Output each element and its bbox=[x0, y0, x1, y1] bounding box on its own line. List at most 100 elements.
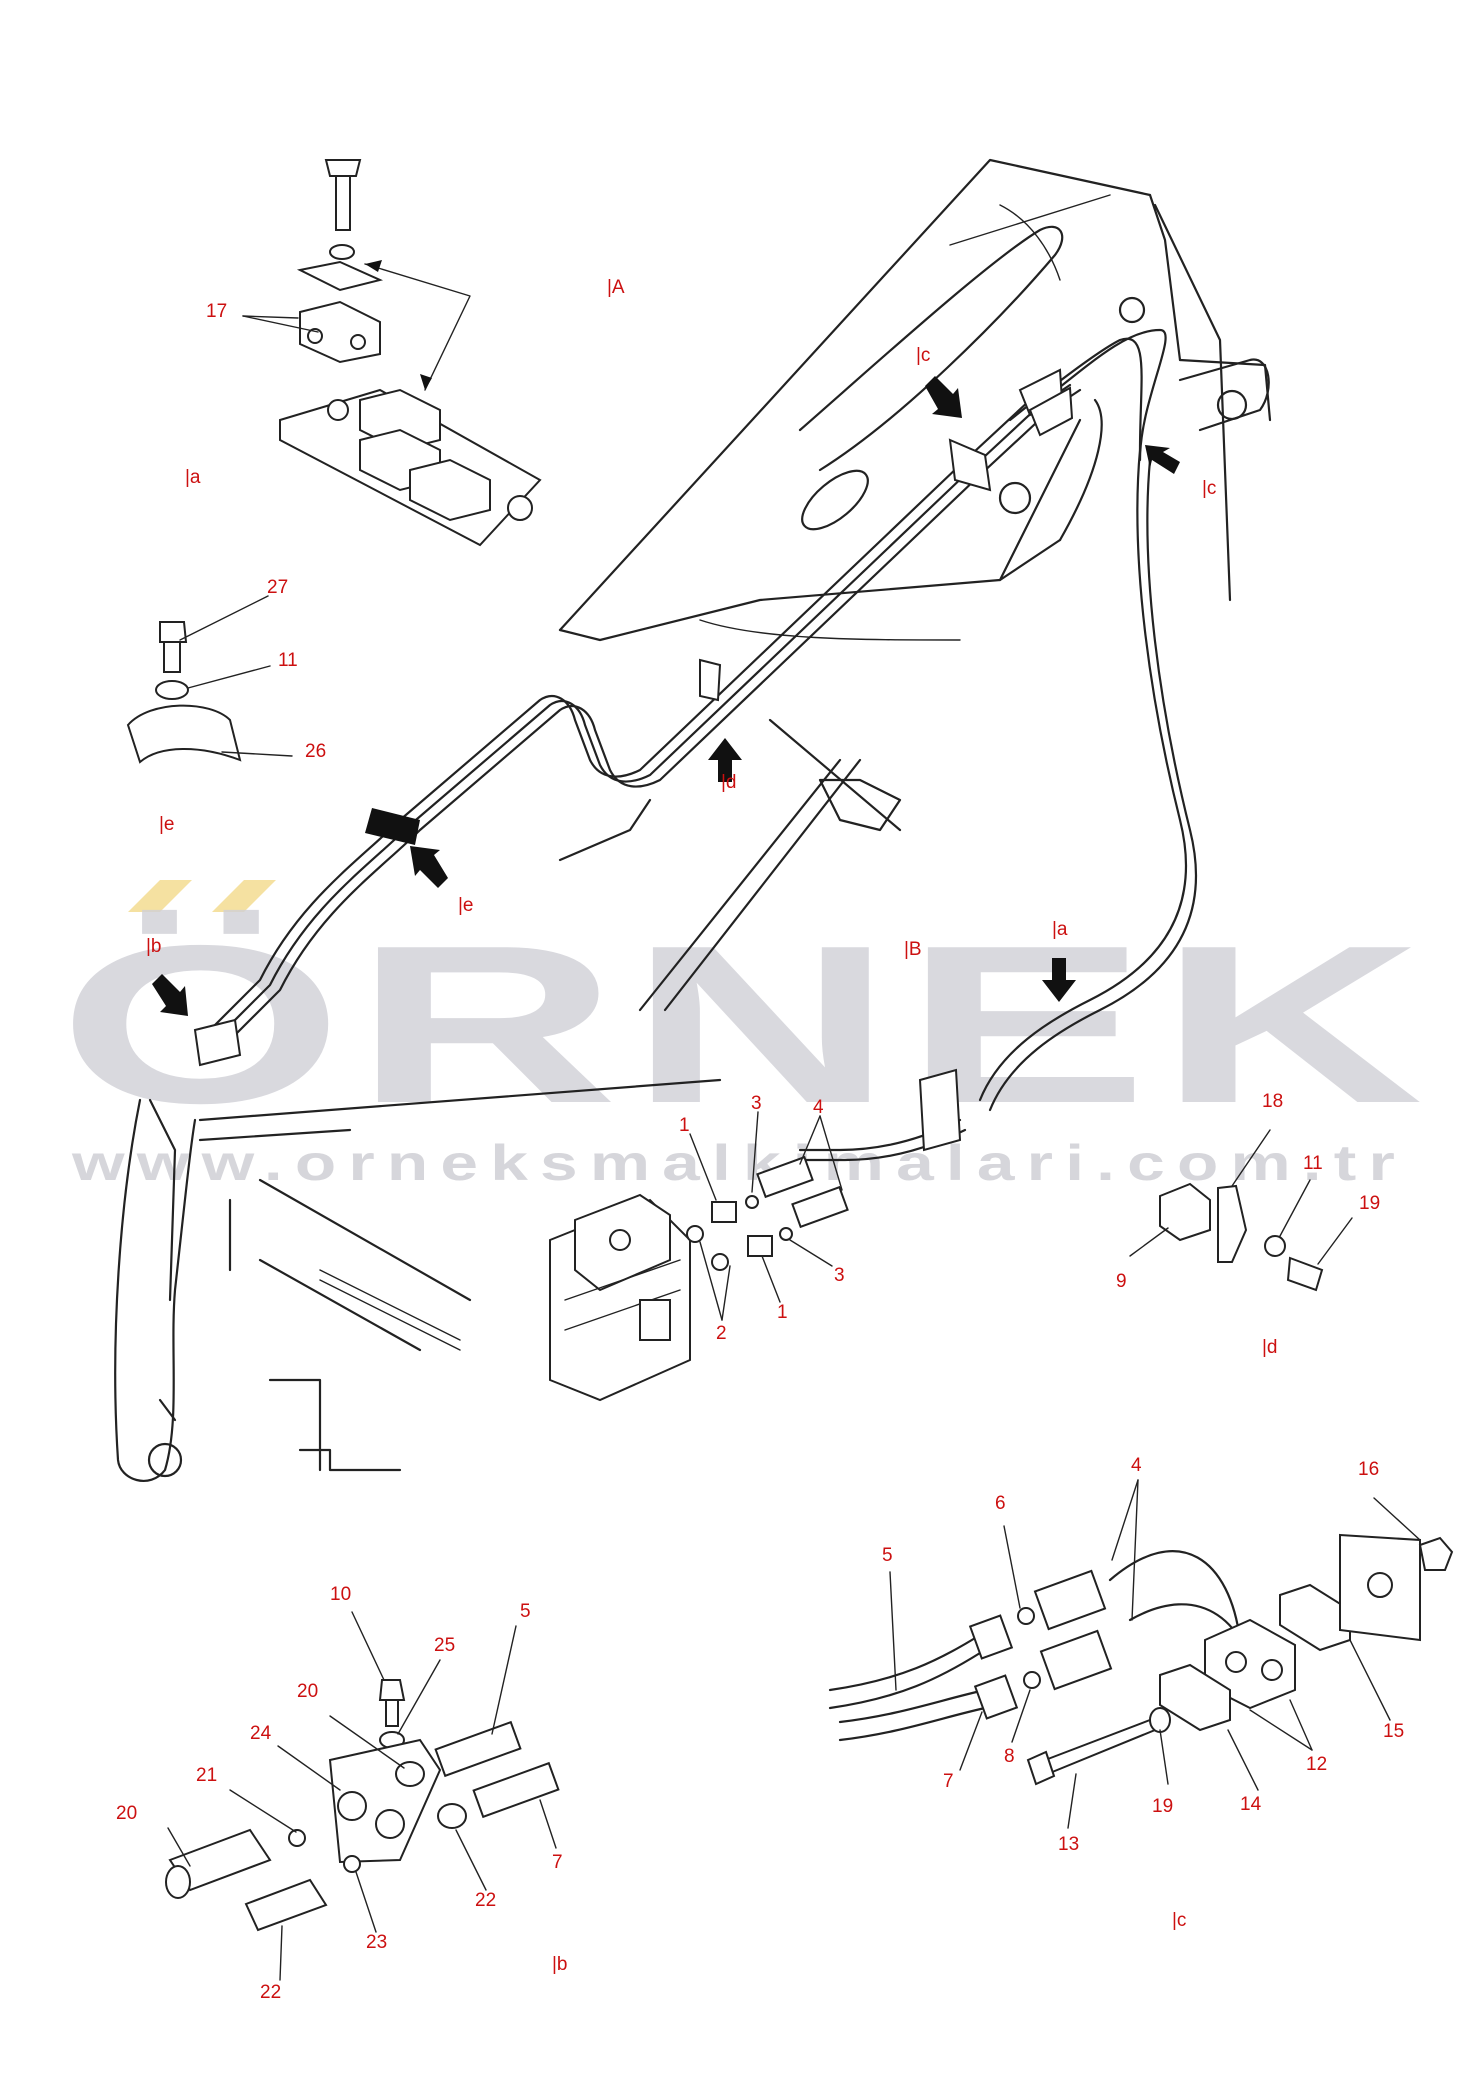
section-markers: |A |a |c |c |d |e |e |b |a |B |d |c |b bbox=[146, 277, 1278, 1975]
leader-7a bbox=[959, 1711, 983, 1771]
valve-spool bbox=[639, 1299, 671, 1341]
part-label-21: 21 bbox=[196, 1765, 217, 1786]
section-marker-c-right: |c bbox=[1202, 478, 1216, 499]
section-marker-A: |A bbox=[607, 277, 625, 298]
part-label-20: 20 bbox=[116, 1803, 137, 1824]
oring-2-upper bbox=[686, 1225, 704, 1243]
leader-5a bbox=[889, 1571, 897, 1691]
part-label-3: 3 bbox=[834, 1265, 845, 1286]
arrow-a-head-1 bbox=[365, 260, 382, 272]
leader-5b bbox=[491, 1625, 517, 1735]
arrow-a-lower bbox=[1042, 958, 1076, 1002]
leader-22a bbox=[455, 1829, 487, 1891]
leader-9 bbox=[1129, 1227, 1169, 1257]
clamp-stack-3 bbox=[409, 458, 491, 522]
coupler-20-face bbox=[165, 1865, 191, 1899]
bolt-head bbox=[324, 159, 362, 177]
hose-end-4c-upper bbox=[1033, 1569, 1107, 1631]
part-number-labels: 17 27 11 26 4 1 3 3 1 2 18 11 19 9 4 6 1… bbox=[116, 301, 1404, 2003]
hose-end-4c-lower bbox=[1039, 1629, 1113, 1691]
leader-19a bbox=[1317, 1217, 1353, 1265]
arrow-b bbox=[152, 974, 188, 1016]
band-clamp-e bbox=[365, 808, 420, 845]
hose-5 bbox=[828, 1633, 982, 1692]
section-marker-B: |B bbox=[904, 939, 922, 960]
part-label-4: 4 bbox=[813, 1097, 824, 1118]
washer-11b bbox=[1264, 1235, 1286, 1257]
leader-14 bbox=[1227, 1729, 1259, 1791]
section-marker-d-lower: |d bbox=[1262, 1337, 1278, 1358]
part-label-19: 19 bbox=[1359, 1193, 1380, 1214]
valve-detail bbox=[564, 1259, 681, 1301]
part-label-4: 4 bbox=[1131, 1455, 1142, 1476]
washer bbox=[329, 244, 355, 260]
leader-4c bbox=[1111, 1479, 1139, 1561]
oring-2-lower bbox=[711, 1253, 729, 1271]
part-label-14: 14 bbox=[1240, 1794, 1262, 1815]
bolt-19a bbox=[1286, 1256, 1324, 1292]
part-label-27: 27 bbox=[267, 577, 288, 598]
part-label-3: 3 bbox=[751, 1093, 762, 1114]
detail-d-bracket bbox=[1129, 1129, 1353, 1292]
hose-clamps bbox=[193, 368, 1074, 1067]
leader-12 bbox=[1289, 1699, 1313, 1751]
nut-16 bbox=[1418, 1536, 1454, 1571]
part-label-8: 8 bbox=[1004, 1746, 1015, 1767]
leader-2b bbox=[721, 1265, 731, 1321]
leader-8 bbox=[1011, 1689, 1031, 1743]
section-marker-e-boom: |e bbox=[458, 895, 474, 916]
boom-illustration bbox=[114, 158, 1272, 1482]
oring-8 bbox=[1023, 1671, 1041, 1689]
hose-fitting-5b bbox=[434, 1720, 522, 1778]
watermark: ÖRNEK www.orneksmalkimalari.com.tr bbox=[58, 880, 1427, 1191]
clamp-d bbox=[699, 658, 722, 702]
detail-B-valve bbox=[549, 1068, 962, 1402]
leader-21 bbox=[229, 1789, 297, 1833]
part-label-6: 6 bbox=[995, 1493, 1006, 1514]
leader-7b bbox=[539, 1799, 557, 1849]
coupler-22 bbox=[244, 1878, 328, 1932]
leader-16 bbox=[1373, 1497, 1421, 1541]
fitting-1-lower bbox=[747, 1235, 773, 1257]
part-label-11: 11 bbox=[278, 650, 298, 671]
leader-3b bbox=[789, 1239, 833, 1267]
valve-detail bbox=[564, 1289, 681, 1331]
detail-e-strap bbox=[126, 595, 293, 764]
part-label-1: 1 bbox=[777, 1302, 788, 1323]
hose-end-4-upper bbox=[756, 1155, 814, 1199]
part-label-2: 2 bbox=[716, 1323, 727, 1344]
bolt-13 bbox=[1038, 1718, 1157, 1777]
part-label-26: 26 bbox=[305, 741, 326, 762]
part-label-22: 22 bbox=[475, 1890, 496, 1911]
section-marker-c-lower: |c bbox=[1172, 1910, 1186, 1931]
section-marker-a-top: |a bbox=[185, 467, 201, 488]
fitting-5 bbox=[968, 1614, 1014, 1660]
part-label-20: 20 bbox=[297, 1681, 318, 1702]
oring-21 bbox=[288, 1829, 306, 1847]
part-label-24: 24 bbox=[250, 1723, 272, 1744]
valve-port bbox=[609, 1229, 631, 1251]
leader-6 bbox=[1003, 1525, 1021, 1609]
bolt-27-shank bbox=[163, 641, 181, 673]
part-label-12: 12 bbox=[1306, 1754, 1327, 1775]
clamp-hole bbox=[307, 328, 323, 344]
leader-4c2 bbox=[1131, 1479, 1139, 1621]
part-label-15: 15 bbox=[1383, 1721, 1404, 1742]
hose-end-4-lower bbox=[791, 1185, 849, 1229]
leader-2a bbox=[699, 1241, 723, 1321]
part-label-18: 18 bbox=[1262, 1091, 1283, 1112]
arrow-a-head-2 bbox=[420, 374, 432, 390]
section-marker-b-lower: |b bbox=[552, 1954, 568, 1975]
bracket-24-hole bbox=[375, 1809, 405, 1839]
leader-20a bbox=[329, 1715, 405, 1769]
nut-22 bbox=[437, 1803, 467, 1829]
leader-20b bbox=[167, 1827, 191, 1867]
part-label-7: 7 bbox=[943, 1771, 954, 1792]
clamp-c bbox=[948, 438, 992, 492]
direction-arrows bbox=[152, 260, 1180, 1016]
detail-b-coupler bbox=[165, 1611, 560, 1981]
part-label-10: 10 bbox=[330, 1584, 351, 1605]
fitting-7 bbox=[973, 1674, 1019, 1720]
bracket-hole bbox=[1367, 1572, 1393, 1598]
